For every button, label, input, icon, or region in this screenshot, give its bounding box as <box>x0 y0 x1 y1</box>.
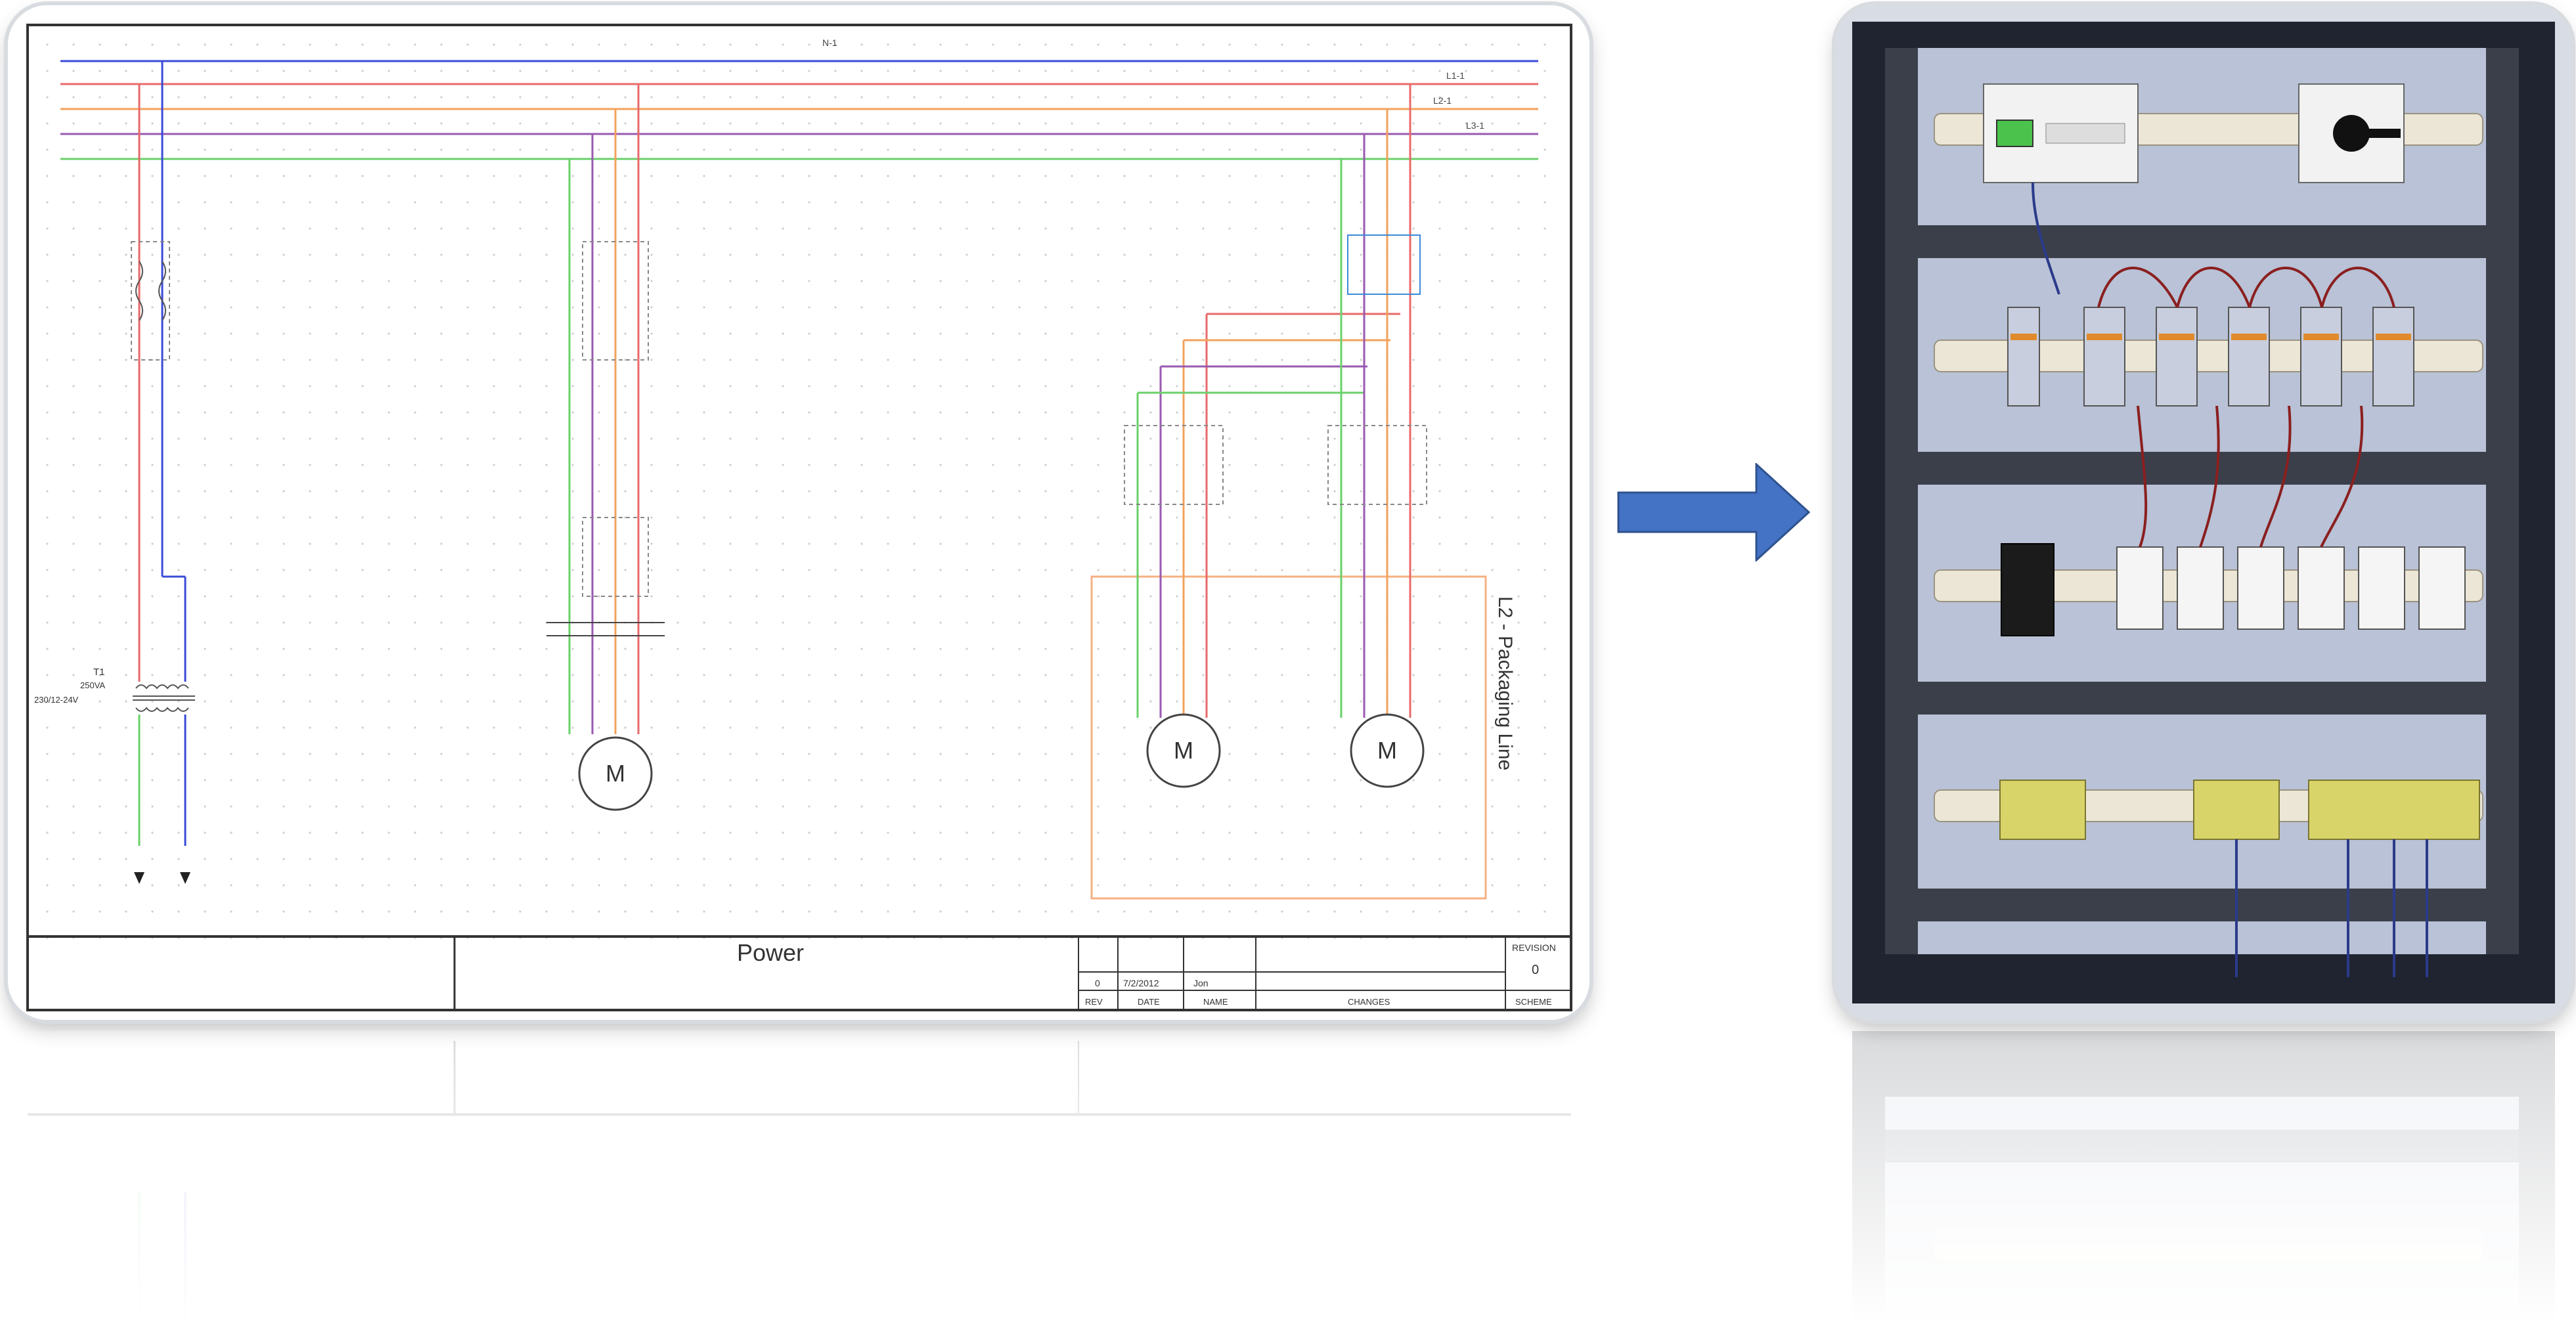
contactors <box>2116 546 2466 630</box>
sheet-border <box>26 24 1572 1011</box>
terminal-blocks <box>1999 780 2480 840</box>
main-switch <box>2298 83 2405 183</box>
cabinet-rendering <box>1836 5 2571 1020</box>
terminal-arrow <box>134 872 144 884</box>
rev-no: 0 <box>1095 978 1100 988</box>
revision-header: REVISION <box>1512 942 1556 953</box>
title-block: Power REVISION 0 0 7/2/2012 Jon REV DATE… <box>28 935 1571 1010</box>
transformer-symbol <box>133 684 195 712</box>
motor-1-symbol <box>578 736 653 811</box>
col-changes: CHANGES <box>1348 997 1390 1007</box>
enclosure-label: L2 - Packaging Line <box>1494 596 1516 770</box>
packaging-line-enclosure <box>1090 575 1487 900</box>
rev-date: 7/2/2012 <box>1123 978 1159 988</box>
control-cabinet-panel <box>1836 5 2571 1020</box>
wire-ducts <box>1885 48 2519 954</box>
schematic-panel: N-1 L1-1 L2-1 L3-1 T1 250VA 230/12-24V <box>8 5 1589 1020</box>
schematic-drawing: N-1 L1-1 L2-1 L3-1 T1 250VA 230/12-24V <box>8 5 1589 1020</box>
wiring <box>2032 182 2428 977</box>
col-date: DATE <box>1138 997 1160 1007</box>
scheme-label: SCHEME <box>1515 997 1552 1007</box>
rev-name: Jon <box>1193 978 1209 988</box>
transformer-branch: T1 250VA 230/12-24V <box>34 61 195 884</box>
power-supply <box>2001 543 2054 636</box>
right-arrow-icon <box>1617 463 1811 562</box>
revision-value: 0 <box>1532 963 1539 977</box>
plc-module <box>1983 83 2139 183</box>
transformer-tag: T1 <box>93 667 105 678</box>
motor-2-label: M <box>1174 737 1193 764</box>
motor-branch-2: M <box>1124 313 1400 788</box>
transformer-ratio: 230/12-24V <box>34 695 79 705</box>
motor-1-label: M <box>606 760 625 787</box>
col-name: NAME <box>1203 997 1228 1007</box>
bus-l3-label: L3-1 <box>1466 120 1484 131</box>
sheet-title: Power <box>737 939 804 966</box>
terminal-arrow <box>180 872 190 884</box>
motor-branch-1: M <box>546 84 665 811</box>
cabinet-reflection <box>1836 1031 2571 1320</box>
motor-3-label: M <box>1377 737 1397 764</box>
transformer-rating: 250VA <box>80 680 105 690</box>
bus-l1-label: L1-1 <box>1446 70 1465 81</box>
col-rev: REV <box>1085 997 1103 1007</box>
circuit-breakers <box>2007 307 2414 407</box>
bus-n-label: N-1 <box>822 37 837 48</box>
bus-l2-label: L2-1 <box>1433 95 1452 106</box>
schematic-reflection <box>8 1031 1589 1320</box>
motor-branch-3: M <box>1327 84 1427 788</box>
